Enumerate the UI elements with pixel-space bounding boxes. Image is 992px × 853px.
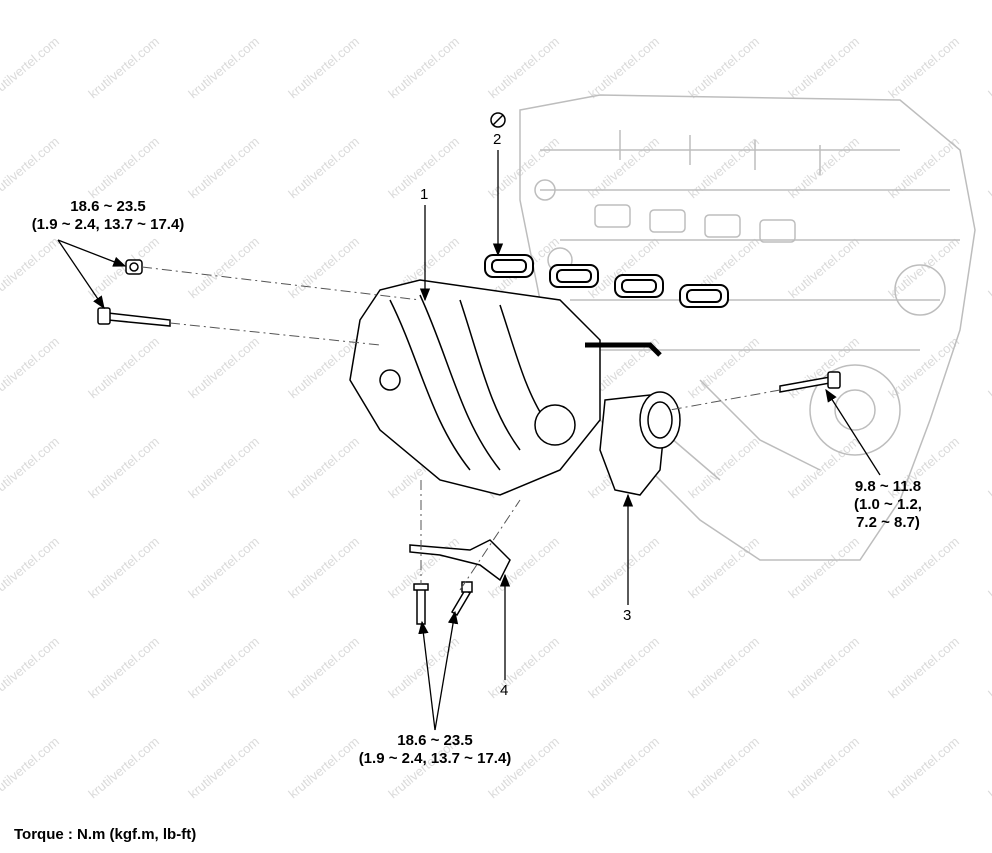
torque-label-manifold: 18.6 ~ 23.5 (1.9 ~ 2.4, 13.7 ~ 17.4) (8, 198, 208, 234)
torque-units-note: Torque : N.m (kgf.m, lb-ft) (14, 826, 197, 843)
manifold-gaskets (484, 254, 729, 308)
torque-alt-units: (1.9 ~ 2.4, 13.7 ~ 17.4) (358, 750, 512, 767)
leader-lines (57, 150, 881, 731)
prohibited-circle-icon (490, 112, 506, 128)
assembly-lines (141, 266, 781, 591)
torque-label-throttle: 9.8 ~ 11.8 (1.0 ~ 1.2, 7.2 ~ 8.7) (838, 478, 938, 532)
torque-alt-units: (1.9 ~ 2.4, 13.7 ~ 17.4) (31, 216, 185, 233)
torque-label-bracket: 18.6 ~ 23.5 (1.9 ~ 2.4, 13.7 ~ 17.4) (335, 732, 535, 768)
throttle-body (599, 391, 681, 496)
callout-1: 1 (420, 186, 429, 203)
bolts (97, 259, 841, 625)
torque-value: 18.6 ~ 23.5 (397, 732, 473, 749)
torque-alt-units: (1.0 ~ 1.2, (854, 496, 922, 513)
manifold-bracket (409, 539, 511, 582)
torque-alt-units: 7.2 ~ 8.7) (856, 514, 920, 531)
intake-manifold (349, 279, 662, 496)
torque-value: 9.8 ~ 11.8 (854, 478, 922, 495)
callout-2: 2 (493, 131, 502, 148)
torque-value: 18.6 ~ 23.5 (70, 198, 146, 215)
callout-3: 3 (623, 607, 632, 624)
callout-4: 4 (500, 682, 509, 699)
